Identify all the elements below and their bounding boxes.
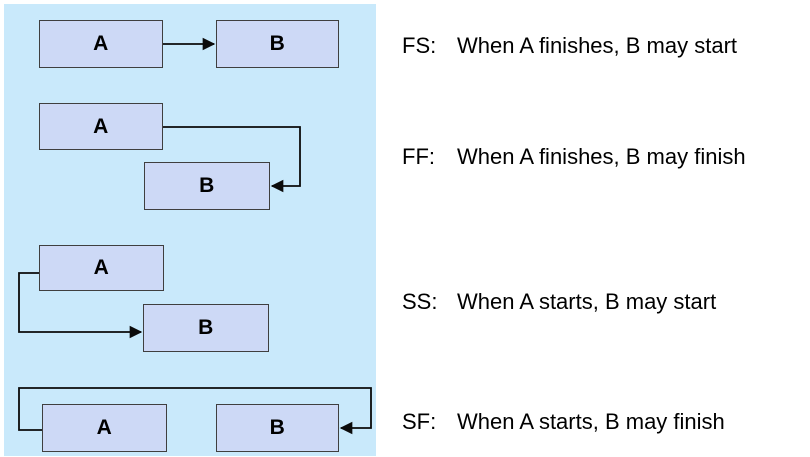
definition-text: When A starts, B may start xyxy=(457,289,717,314)
definition-text: When A starts, B may finish xyxy=(457,409,725,434)
task-box-b-ff: B xyxy=(144,162,270,210)
task-box-a-ss: A xyxy=(39,245,164,291)
definition-code: SS: xyxy=(402,289,438,314)
task-box-label: B xyxy=(199,174,215,197)
definition-row-sf: SF: When A starts, B may finish xyxy=(402,409,725,435)
task-box-label: B xyxy=(269,32,286,55)
definition-code: FF: xyxy=(402,144,435,169)
task-box-label: B xyxy=(269,416,286,439)
task-box-label: B xyxy=(198,316,214,339)
task-box-label: A xyxy=(93,32,109,55)
task-box-a-fs: A xyxy=(39,20,163,68)
definition-row-ff: FF: When A finishes, B may finish xyxy=(402,144,746,170)
definition-text: When A finishes, B may start xyxy=(457,33,738,58)
dependency-diagram-panel xyxy=(4,4,376,456)
definition-code: FS: xyxy=(402,33,437,58)
task-box-a-sf: A xyxy=(42,404,167,452)
definition-text: When A finishes, B may finish xyxy=(457,144,746,169)
task-box-b-sf: B xyxy=(216,404,339,452)
task-box-label: A xyxy=(93,114,109,138)
task-box-b-fs: B xyxy=(216,20,339,68)
definition-code: SF: xyxy=(402,409,437,434)
definition-row-fs: FS: When A finishes, B may start xyxy=(402,33,737,59)
task-box-label: A xyxy=(96,416,113,439)
task-box-a-ff: A xyxy=(39,103,163,150)
task-box-b-ss: B xyxy=(143,304,269,352)
task-box-label: A xyxy=(93,256,110,279)
definition-row-ss: SS: When A starts, B may start xyxy=(402,289,716,315)
